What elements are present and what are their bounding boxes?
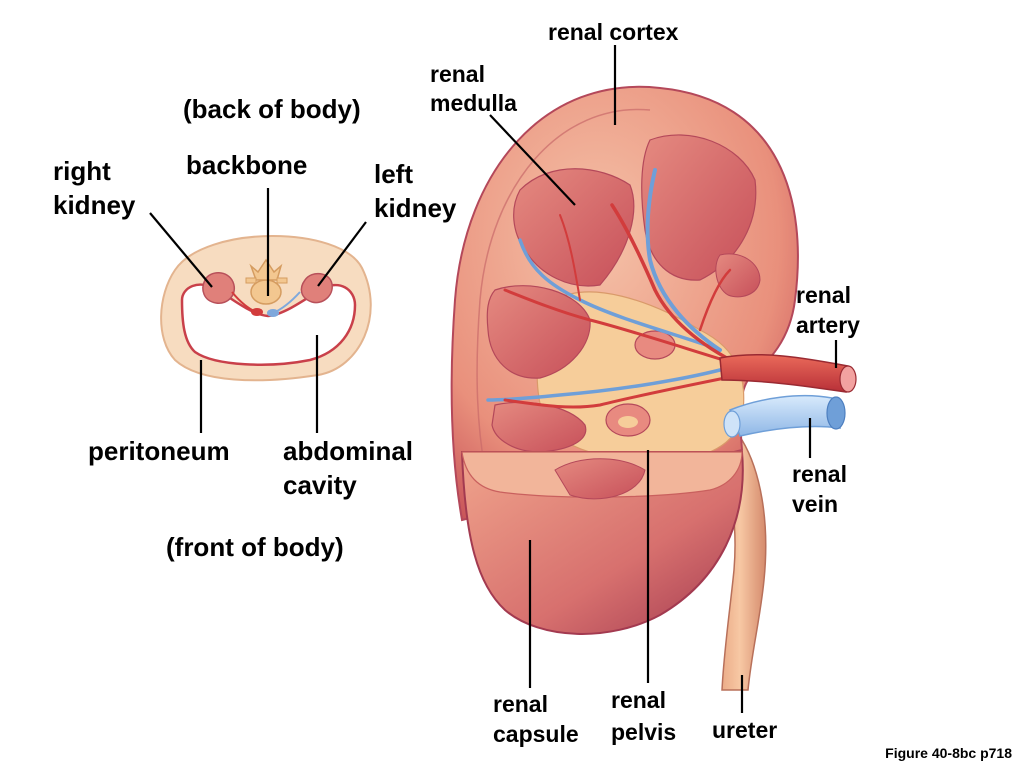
right-kidney-leader <box>149 212 213 288</box>
body-cross-section: (back of body) backbone right kidney lef… <box>53 94 457 562</box>
cortex-inner-edge <box>476 108 651 471</box>
renal-pelvis-label-line2: pelvis <box>611 719 676 745</box>
ureter-label: ureter <box>712 717 777 743</box>
renal-medulla-label-line2: medulla <box>430 90 517 116</box>
abdominal-cavity-label-line2: cavity <box>283 470 357 500</box>
renal-vein-label-line1: renal <box>792 461 847 487</box>
renal-vein-label-line2: vein <box>792 491 838 517</box>
left-kidney-label-line2: kidney <box>374 193 457 223</box>
renal-artery-label-line1: renal <box>796 282 851 308</box>
major-vessels-small <box>231 291 301 317</box>
renal-medulla-leader <box>489 114 576 206</box>
right-kidney-label-line2: kidney <box>53 190 136 220</box>
backbone-label: backbone <box>186 150 307 180</box>
medullary-pyramids <box>486 134 761 453</box>
renal-capsule-label-line2: capsule <box>493 721 579 747</box>
backbone-vertebra <box>245 258 288 305</box>
left-kidney-leader <box>317 221 367 287</box>
right-kidney-small <box>202 272 235 304</box>
kidney-section: renal cortex renal medulla renal artery … <box>430 19 860 747</box>
renal-capsule-label-line1: renal <box>493 691 548 717</box>
front-of-body-label: (front of body) <box>166 532 344 562</box>
back-of-body-label: (back of body) <box>183 94 361 124</box>
left-kidney-small <box>300 272 333 304</box>
right-kidney-label-line1: right <box>53 156 111 186</box>
renal-cortex-label: renal cortex <box>548 19 679 45</box>
renal-pelvis-label-line1: renal <box>611 687 666 713</box>
renal-vein-vessel <box>729 394 842 437</box>
renal-capsule-cutaway <box>460 451 744 635</box>
renal-medulla-label-line1: renal <box>430 61 485 87</box>
renal-artery-label-line2: artery <box>796 312 860 338</box>
figure-caption: Figure 40-8bc p718 <box>885 745 1012 761</box>
intrarenal-vessels <box>486 168 742 409</box>
peritoneum-label: peritoneum <box>88 436 230 466</box>
left-kidney-label-line1: left <box>374 159 413 189</box>
abdominal-cavity-label-line1: abdominal <box>283 436 413 466</box>
